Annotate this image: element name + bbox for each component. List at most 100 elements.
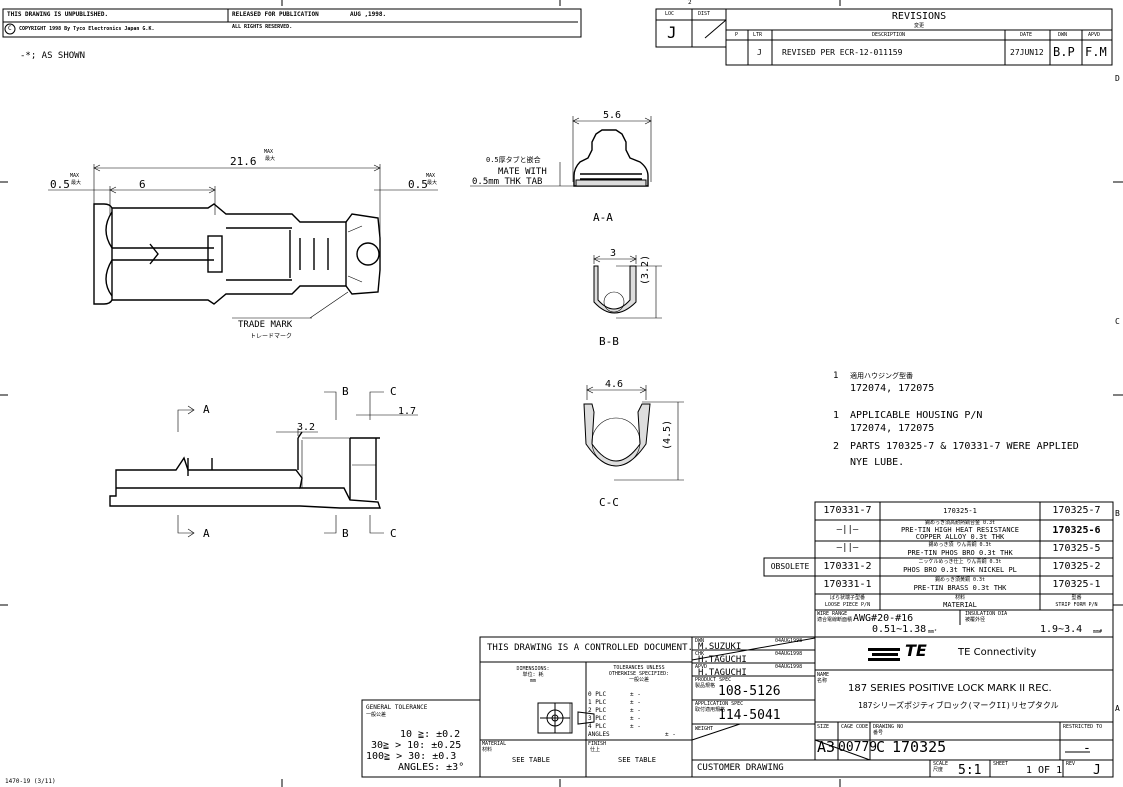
product-spec-label: PRODUCT SPEC [695,677,732,683]
zone-letter-d: D [1115,74,1120,83]
zone-letter-a: A [1115,704,1120,713]
parts-mat-5b: PRE-TIN BRASS 0.3t THK [913,584,1007,592]
apvd-date: 04AUG1998 [775,664,803,670]
dim-overall-max-jp: 最大 [265,156,276,162]
material-label: MATERIAL [482,741,507,747]
scale-label-jp: 尺度 [933,767,944,773]
parts-loose-2: —||— [836,525,859,535]
parts-mat-4a: ニッケルめっき仕上 りん青銅 0.3t [918,559,1002,565]
dist-label: DIST [698,11,711,17]
company-name: TE Connectivity [958,647,1037,658]
general-tolerance-2: 30≧ > 10: ±0.25 [371,740,462,751]
parts-strip-1: 170325-7 [1052,505,1101,516]
tolerance-header-jp: 一般公差 [628,677,649,683]
plc-1-val: ± - [630,699,641,706]
insulation-label: INSULATION DIA [965,611,1008,617]
rev-label: REV [1066,761,1076,767]
rev-row-ltr: J [757,48,762,57]
wire-range-unit: mm² [928,629,938,635]
finish-value: SEE TABLE [618,756,656,764]
note-1: APPLICABLE HOUSING P/N [850,410,983,421]
section-mark-c-top: C [390,385,397,398]
rev-col-date: DATE [1020,32,1033,38]
copyright-note: COPYRIGHT 1998 By Tyco Electronics Japan… [19,26,155,32]
section-mark-b-top: B [342,385,349,398]
drawing-no: 170325 [892,738,947,756]
dim-right-max: MAX [426,173,436,179]
plc-2: 2 PLC [588,707,607,714]
parts-mat-2a: 錫めっき須高耐熱銅合金 0.3t [924,520,996,526]
parts-strip-3: 170325-5 [1052,543,1101,554]
dim-overall-length: 21.6 [230,155,257,168]
dim-overall-max: MAX [264,149,274,155]
rev-col-description: DESCRIPTION [871,32,906,38]
apvd-name: H.TAGUCHI [698,668,747,678]
dim-cc-height: (4.5) [662,419,673,450]
general-tolerance-4: ANGLES: ±3° [398,762,465,773]
dim-cc-width: 4.6 [605,379,624,390]
scale-label: SCALE [933,761,949,767]
wire-range-mm: 0.51~1.38 [872,624,927,635]
parts-mat-5a: 錫めっき須黄銅 0.3t [934,577,986,583]
rev-col-apvd: APVD [1088,32,1101,38]
as-shown-note: -*; AS SHOWN [20,51,86,61]
part-name: 187 SERIES POSITIVE LOCK MARK II REC. [848,683,1052,694]
rev-value: J [1093,763,1101,778]
dim-side-1-7: 1.7 [398,406,417,417]
trade-mark-label-jp: トレードマーク [250,333,293,340]
parts-mat-1: 170325-1 [943,507,977,515]
note-2-number: 2 [833,441,840,452]
chk-date: 04AUG1998 [775,651,803,657]
parts-mat-4b: PHOS BRO 0.3t THK NICKEL PL [903,566,1017,574]
size-value: A3 [817,738,836,756]
note-2: PARTS 170325-7 & 170331-7 WERE APPLIED [850,441,1079,452]
dim-aa-width: 5.6 [603,110,622,121]
loc-value: J [667,23,677,42]
application-spec-label-jp: 取付適用規格 [695,707,726,713]
wire-range-awg: AWG#20-#16 [853,613,914,624]
cage-code-label: CAGE CODE [841,724,869,730]
parts-strip-5: 170325-1 [1052,579,1101,590]
dimensions-label-jp: 単位: 耗 [522,672,544,678]
rights-note: ALL RIGHTS RESERVED. [232,24,293,30]
plc-angles-val: ± - [665,731,676,738]
weight-label: WEIGHT [695,726,714,732]
dimensions-unit: mm [529,678,537,684]
parts-strip-4: 170325-2 [1052,561,1101,572]
dwn-name: M.SUZUKI [698,642,742,652]
plc-2-val: ± - [630,707,641,714]
parts-mat-2b: PRE-TIN HIGH HEAT RESISTANCE [900,526,1019,534]
size-label: SIZE [817,724,830,730]
tolerance-header-1: TOLERANCES UNLESS [613,665,665,671]
chk-label: CHK [695,651,705,657]
rev-col-dwn: DWN [1058,32,1068,38]
copyright-symbol: C [8,25,12,32]
hdr-strip: STRIP FORM P/N [1055,602,1098,608]
section-bb-label: B-B [599,335,619,348]
unpublished-note: THIS DRAWING IS UNPUBLISHED. [7,11,109,18]
grid-number-top: 2 [688,0,692,6]
dim-length-6: 6 [139,178,146,191]
dwn-date: 04AUG1998 [775,638,803,644]
hdr-loose: LOOSE PIECE P/N [824,602,871,608]
finish-label: FINISH [588,741,607,747]
section-cc-label: C-C [599,496,619,509]
mate-note-jp: 0.5厚タブと嵌合 [486,156,541,164]
general-tolerance-3: 100≧ > 30: ±0.3 [366,751,457,762]
plc-1: 1 PLC [588,699,607,706]
note-1-number: 1 [833,410,840,421]
general-tolerance-1: 10 ≧: ±0.2 [400,729,461,740]
hdr-loose-jp: ばら状端子型番 [829,595,865,601]
finish-label-jp: 仕上 [590,747,601,753]
product-spec-label-jp: 製品規格 [695,683,716,689]
application-spec-label: APPLICATION SPEC [695,701,744,707]
restricted-to-value: - [1083,741,1091,756]
mate-note-2: 0.5mm THK TAB [472,177,543,187]
revisions-title-jp: 変更 [913,23,924,29]
name-label: NAME [817,672,830,678]
section-aa-label: A-A [593,211,613,224]
dim-right-tip: 0.5 [408,178,428,191]
material-value: SEE TABLE [512,756,550,764]
sheet-value: 1 OF 1 [1026,765,1063,776]
